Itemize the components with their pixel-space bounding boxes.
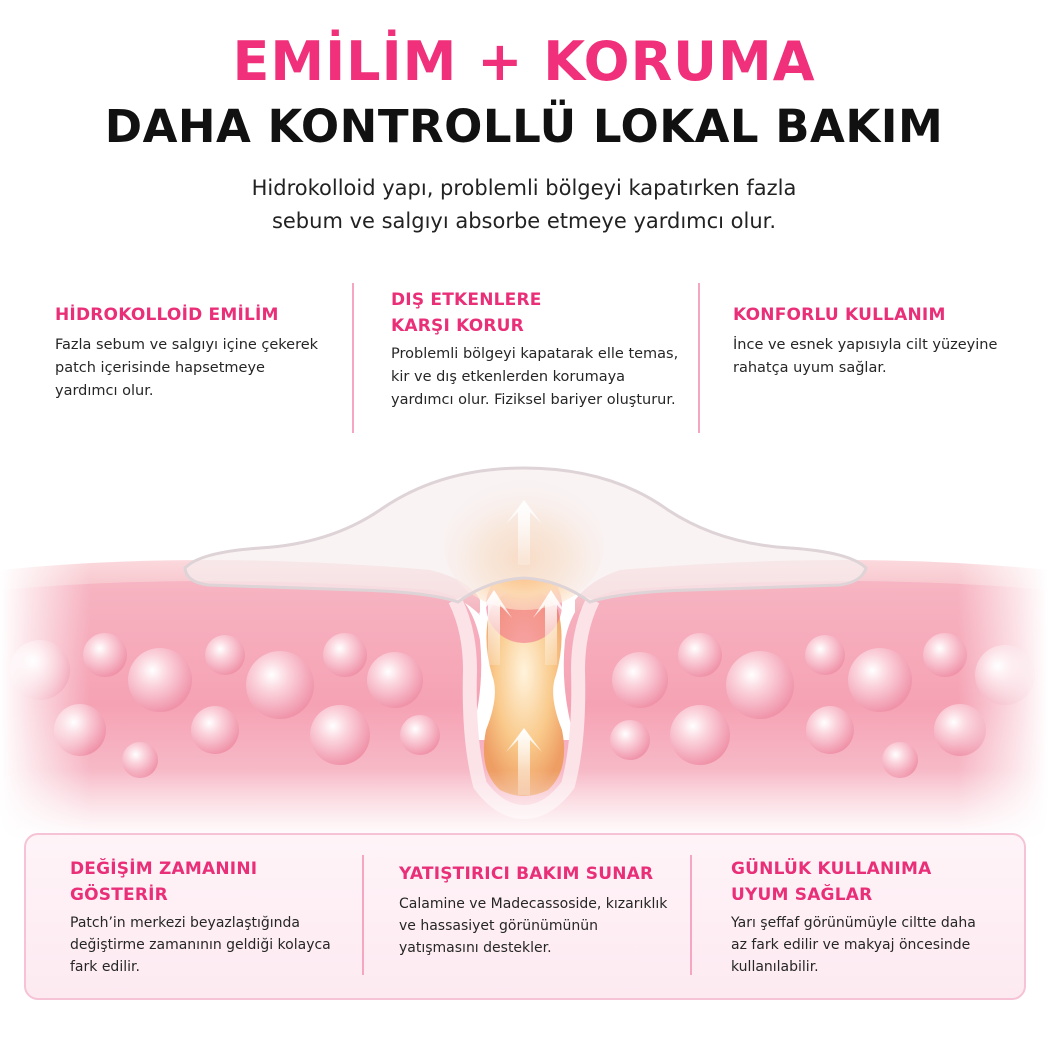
cell-bubble: [726, 651, 794, 719]
feature-text: Yarı şeffaf görünümüyle ciltte daha az f…: [731, 915, 976, 975]
feature-title-line-2: KARŞI KORUR: [391, 316, 524, 336]
divider-line: [698, 283, 700, 433]
skin-cross-section-illustration: [0, 440, 1048, 840]
feature-title: YATIŞTIRICI BAKIM SUNAR: [399, 864, 654, 884]
feature-title-line-1: DEĞİŞİM ZAMANINI: [70, 859, 258, 879]
divider-line: [362, 855, 364, 975]
feature-title-line-2: UYUM SAĞLAR: [731, 885, 873, 905]
feature-daily-use: GÜNLÜK KULLANIMA UYUM SAĞLAR Yarı şeffaf…: [731, 856, 991, 978]
cell-bubble: [205, 635, 245, 675]
page-subtitle: Hidrokolloid yapı, problemli bölgeyi kap…: [174, 172, 874, 238]
up-arrow-icon: [506, 728, 542, 795]
cell-bubble: [882, 742, 918, 778]
feature-text: Fazla sebum ve salgıyı içine çekerek pat…: [55, 337, 319, 399]
feature-hydrocolloid-absorption: HİDROKOLLOİD EMİLİM Fazla sebum ve salgı…: [55, 302, 325, 403]
subtitle-line-2: sebum ve salgıyı absorbe etmeye yardımcı…: [271, 209, 777, 233]
feature-change-indicator: DEĞİŞİM ZAMANINI GÖSTERİR Patch’in merke…: [70, 856, 340, 978]
divider-line: [690, 855, 692, 975]
up-arrow-icon: [533, 590, 569, 665]
feature-text: Patch’in merkezi beyazlaştığında değişti…: [70, 915, 331, 975]
cell-bubble: [805, 635, 845, 675]
feature-title-line-2: GÖSTERİR: [70, 885, 168, 905]
cell-bubble: [323, 633, 367, 677]
feature-title: KONFORLU KULLANIM: [733, 305, 946, 325]
cell-bubble: [678, 633, 722, 677]
cell-bubble: [610, 720, 650, 760]
cell-bubble: [670, 705, 730, 765]
bottom-feature-panel: [24, 833, 1026, 1000]
subtitle-line-1: Hidrokolloid yapı, problemli bölgeyi kap…: [251, 176, 797, 200]
cell-bubble: [246, 651, 314, 719]
feature-title-line-1: DIŞ ETKENLERE: [391, 290, 542, 310]
divider-line: [352, 283, 354, 433]
cell-bubble: [191, 706, 239, 754]
cell-bubble: [923, 633, 967, 677]
feature-text: Calamine ve Madecassoside, kızarıklık ve…: [399, 896, 668, 956]
feature-title: HİDROKOLLOİD EMİLİM: [55, 305, 279, 325]
up-arrow-icon: [476, 590, 512, 665]
up-arrow-icon: [506, 500, 542, 565]
cell-bubble: [400, 715, 440, 755]
feature-external-protection: DIŞ ETKENLERE KARŞI KORUR Problemli bölg…: [391, 287, 681, 412]
feature-title: DIŞ ETKENLERE KARŞI KORUR: [391, 287, 681, 339]
feature-title: DEĞİŞİM ZAMANINI GÖSTERİR: [70, 856, 340, 908]
cell-bubble: [612, 652, 668, 708]
feature-title-line-1: GÜNLÜK KULLANIMA: [731, 859, 932, 879]
cell-bubble: [128, 648, 192, 712]
feature-title: GÜNLÜK KULLANIMA UYUM SAĞLAR: [731, 856, 991, 908]
cell-bubble: [83, 633, 127, 677]
absorption-arrows: [476, 500, 569, 795]
page-title-accent: EMİLİM + KORUMA: [232, 30, 816, 93]
pimple-core: [483, 590, 565, 796]
feature-text: İnce ve esnek yapısıyla cilt yüzeyine ra…: [733, 337, 998, 376]
feature-comfortable-use: KONFORLU KULLANIM İnce ve esnek yapısıyl…: [733, 302, 1013, 380]
cell-bubble: [806, 706, 854, 754]
page-title: DAHA KONTROLLÜ LOKAL BAKIM: [104, 100, 944, 153]
cell-bubble: [122, 742, 158, 778]
feature-soothing-care: YATIŞTIRICI BAKIM SUNAR Calamine ve Made…: [399, 861, 669, 959]
cell-bubble: [310, 705, 370, 765]
cell-bubble: [848, 648, 912, 712]
cell-bubble: [367, 652, 423, 708]
feature-text: Problemli bölgeyi kapatarak elle temas, …: [391, 346, 679, 408]
